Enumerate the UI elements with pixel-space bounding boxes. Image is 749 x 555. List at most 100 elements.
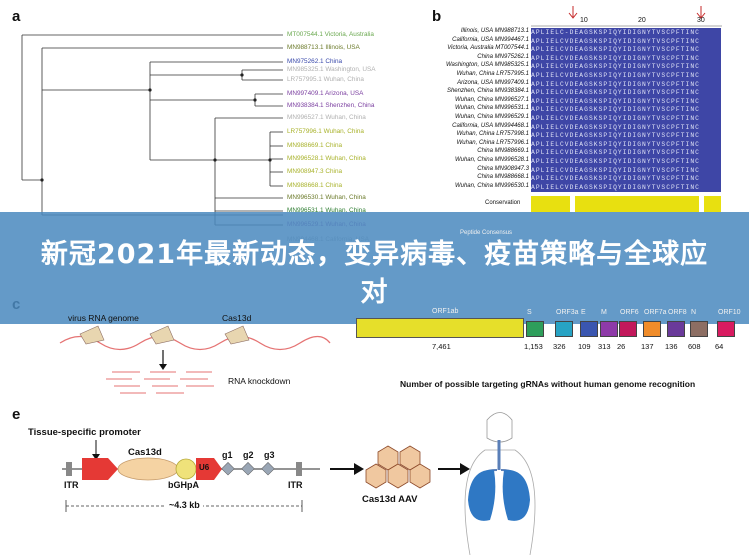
tree-leaf: MN996531.1 Wuhan, China <box>287 207 366 214</box>
alignment-row-sequence: APLIELCVDEAGSKSPIQYIDIGNYTVSCPFTINC <box>531 45 721 55</box>
panel-b-letter: b <box>432 8 442 25</box>
gene-block <box>526 321 544 337</box>
alignment-row-sequence: APLIELCVDEAGSKSPIQYIDIGNYTVSCPFTINC <box>531 36 721 46</box>
conservation-label: Conservation <box>485 200 521 206</box>
tree-leaf: LR757996.1 Wuhan, China <box>287 128 364 135</box>
g3-label: g3 <box>264 450 275 460</box>
alignment-row-sequence: APLIELCVDEAGSKSPIQYIDIGNYTVSCPFTINC <box>531 96 721 106</box>
alignment-row-label: Wuhan, China MN996528.1 <box>454 157 529 163</box>
tree-leaf: MN985325.1 Washington, USA <box>287 66 376 73</box>
orf1ab-block <box>356 318 524 338</box>
gene-block <box>717 321 735 337</box>
tree-leaf: MN996527.1 Wuhan, China <box>287 114 366 121</box>
gene-block <box>667 321 685 337</box>
gene-name: ORF10 <box>718 309 741 316</box>
aav-label: Cas13d AAV <box>362 494 418 505</box>
alignment-row-sequence: APLIELCVDEAGSKSPIQYIDIGNYTVSCPFTINC <box>531 157 721 166</box>
alignment-row-label: Wuhan, China LR757996.1 <box>456 139 529 146</box>
gene-block <box>555 321 573 337</box>
alignment-row-sequence: APLIELCVDEAGSKSPIQYIDIGNYTVSCPFTINC <box>531 165 721 175</box>
knockdown-label: RNA knockdown <box>228 376 291 386</box>
tree-leaf: MN938384.1 Shenzhen, China <box>287 102 375 109</box>
alignment-row-sequence: APLIELCVDEAGSKSPIQYIDIGNYTVSCPFTINC <box>531 114 721 123</box>
alignment-row-label: California, USA MN994467.1 <box>452 36 529 43</box>
alignment-row-sequence: APLIELCVDEAGSKSPIQYIDIGNYTVSCPFTINC <box>531 148 721 158</box>
orf1ab-label: ORF1ab <box>432 308 459 315</box>
g1-label: g1 <box>222 450 233 460</box>
alignment-row-sequence: APLIELCVDEAGSKSPIQYIDIGNYTVSCPFTINC <box>531 122 721 132</box>
gene-block <box>690 321 708 337</box>
alignment-row-sequence: APLIELCVDEAGSKSPIQYIDIGNYTVSCPFTINC <box>531 62 721 72</box>
gene-count: 26 <box>617 342 626 351</box>
gene-name: S <box>527 309 532 316</box>
gene-name: ORF7a <box>644 309 667 316</box>
alignment-tick-20: 20 <box>638 17 646 24</box>
gene-count: 136 <box>665 342 678 351</box>
g2-label: g2 <box>243 450 254 460</box>
alignment-row-sequence: APLIELCVDEAGSKSPIQYIDIGNYTVSCPFTINC <box>531 53 721 63</box>
alignment-row-label: Shenzhen, China MN938384.1 <box>446 88 529 95</box>
gene-block <box>619 321 637 337</box>
tree-leaf: MT007544.1 Victoria, Australia <box>287 31 374 38</box>
gene-count: 326 <box>553 342 566 351</box>
alignment-row-label: Illinois, USA MN988713.1 <box>460 28 529 34</box>
panel-a-letter: a <box>12 8 21 25</box>
title-banner <box>0 212 749 324</box>
tree-leaf: MN988713.1 Illinois, USA <box>287 44 360 51</box>
alignment-row-label: China MN988669.1 <box>477 148 529 155</box>
tree-leaf: MN997409.1 Arizona, USA <box>287 90 364 97</box>
bghpa-label: bGHpA <box>168 480 199 490</box>
alignment-row-sequence: APLIELCVDEAGSKSPIQYIDIGNYTVSCPFTINC <box>531 182 721 192</box>
gene-block <box>580 321 598 337</box>
alignment-row-sequence: APLIELCVDEAGSKSPIQYIDIGNYTVSCPFTINC <box>531 139 721 149</box>
size-label: ~4.3 kb <box>166 500 203 510</box>
gene-count: 313 <box>598 342 611 351</box>
itr-left-label: ITR <box>64 480 79 490</box>
tree-leaf: MN908947.3 China <box>287 168 343 175</box>
gene-count: 137 <box>641 342 654 351</box>
alignment-row-sequence: APLIELCVDEAGSKSPIQYIDIGNYTVSCPFTINC <box>531 174 721 184</box>
gene-count: 608 <box>688 342 701 351</box>
alignment-row-label: Wuhan, China MN996531.1 <box>454 105 529 112</box>
tree-leaf: MN996528.1 Wuhan, China <box>287 155 366 162</box>
alignment-row-label: Wuhan, China LR757995.1 <box>456 71 529 77</box>
itr-right-label: ITR <box>288 480 303 490</box>
conservation-gap-2 <box>699 196 704 212</box>
alignment-tick-30: 30 <box>697 17 705 24</box>
alignment-tick-10: 10 <box>580 17 588 24</box>
tree-leaf: LR757995.1 Wuhan, China <box>287 76 364 83</box>
tree-leaf: MN975262.1 China <box>287 58 343 65</box>
gene-name: M <box>601 309 607 316</box>
cas-label: Cas13d <box>222 313 252 323</box>
gene-name: ORF8 <box>668 309 687 316</box>
conservation-gap-1 <box>570 196 575 212</box>
panel-e-letter: e <box>12 406 21 423</box>
gene-count: 64 <box>715 342 724 351</box>
alignment-row-sequence: APLIELC-DEAGSKSPIQYIDIGNYTVSCPFTINC <box>531 28 721 37</box>
tree-leaf: MN996530.1 Wuhan, China <box>287 194 366 201</box>
axis-caption: Number of possible targeting gRNAs witho… <box>400 379 696 389</box>
alignment-row-label: Washington, USA MN985325.1 <box>445 62 529 69</box>
alignment-row-sequence: APLIELCVDEAGSKSPIQYIDIGNYTVSCPFTINC <box>531 131 721 141</box>
alignment-row-label: Wuhan, China LR757998.1 <box>456 131 529 138</box>
gene-name: E <box>581 309 586 316</box>
alignment-row-label: China MN988668.1 <box>477 174 529 181</box>
banner-title: 新冠2021年最新动态，变异病毒、疫苗策略与全球应对 <box>40 239 709 308</box>
alignment-row-sequence: APLIELCVDEAGSKSPIQYIDIGNYTVSCPFTINC <box>531 105 721 115</box>
alignment-row-label: Arizona, USA MN997409.1 <box>457 79 529 86</box>
alignment-row-label: California, USA MN994468.1 <box>452 122 529 129</box>
orf1ab-count: 7,461 <box>432 342 451 351</box>
alignment-row-label: Wuhan, China MN996527.1 <box>454 96 529 103</box>
conservation-track <box>531 196 721 212</box>
consensus-label: Peptide Consensus <box>460 230 513 236</box>
promoter-label: Tissue-specific promoter <box>28 427 141 438</box>
alignment-row-label: Victoria, Australia MT007544.1 <box>447 45 529 52</box>
tree-leaf: MN988668.1 China <box>287 182 343 189</box>
genome-label: virus RNA genome <box>68 313 139 323</box>
alignment-row-sequence: APLIELCVDEAGSKSPIQYIDIGNYTVSCPFTINC <box>531 88 721 98</box>
tree-leaf: MN988669.1 China <box>287 142 343 149</box>
gene-count: 109 <box>578 342 591 351</box>
